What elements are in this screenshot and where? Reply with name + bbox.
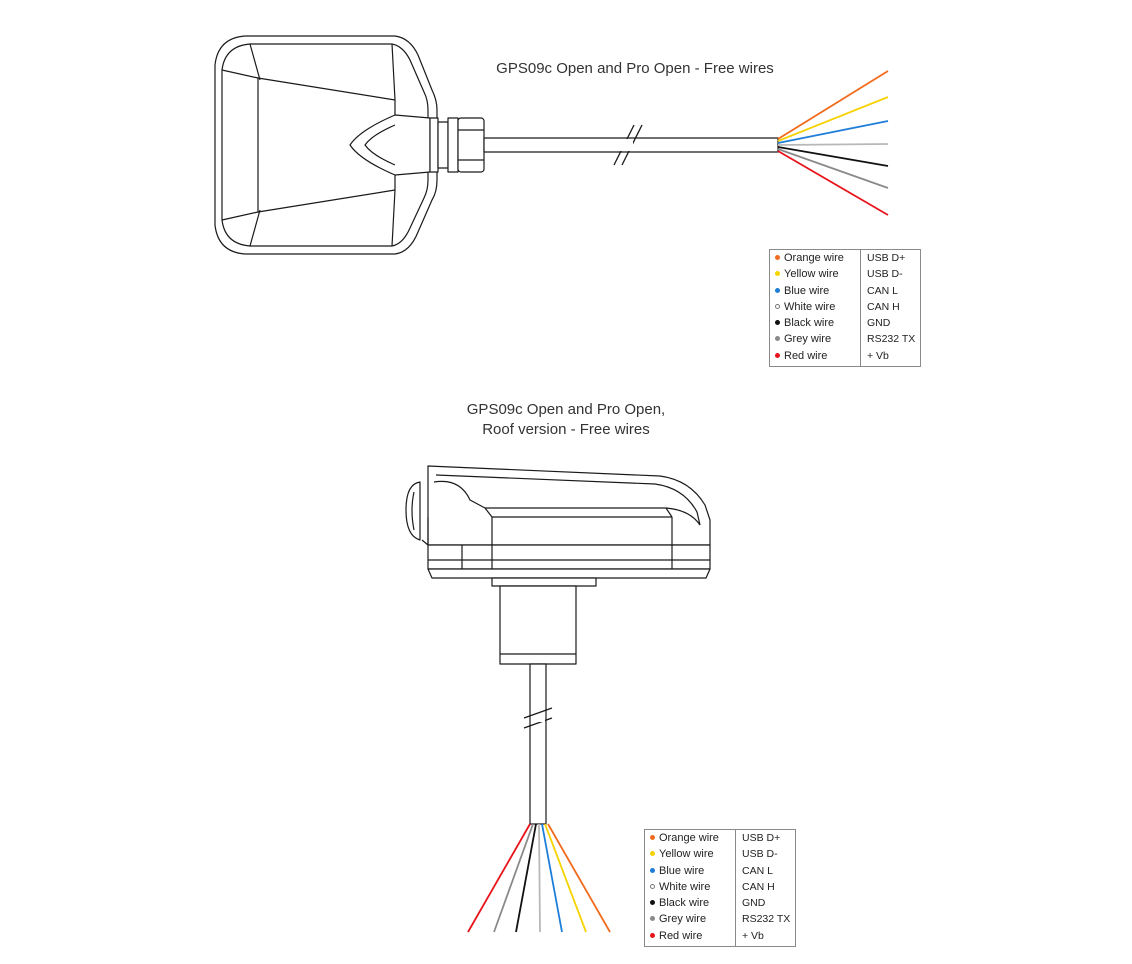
wire-color-dot-icon [650,851,655,857]
wire-name-label: Black wire [659,897,710,910]
diagram-title-top: GPS09c Open and Pro Open - Free wires [496,60,774,77]
legend-wire-row: Blue wire [645,863,735,879]
wire-name-label: White wire [784,300,836,313]
wire-grey [493,823,534,933]
wire-color-dot-icon [650,900,655,906]
diagram-title-bottom: GPS09c Open and Pro Open, Roof version -… [366,400,766,440]
wire-yellow [544,823,587,933]
wire-color-dot-icon [650,883,655,889]
wire-color-dot-icon [775,336,780,342]
wire-function-label: CAN L [867,284,898,297]
wire-white [777,143,889,146]
wire-function-label: USB D+ [867,252,906,264]
wire-name-label: Orange wire [784,252,844,264]
legend-wire-functions: USB D+ USB D- CAN L CAN H GND RS232 TX + Vb [736,830,795,946]
wire-function-label: CAN H [742,880,775,893]
wire-orange [777,70,889,140]
wire-color-dot-icon [650,932,655,938]
wire-function-label: CAN H [867,300,900,313]
wire-color-dot-icon [650,867,655,873]
wire-function-label: CAN L [742,864,773,877]
legend-wire-row: Orange wire [770,250,860,266]
legend-wire-row: Black wire [770,315,860,331]
wire-name-label: Red wire [659,929,703,942]
wire-function-label: RS232 TX [742,913,791,926]
wire-function-label: RS232 TX [867,333,916,346]
wire-color-dot-icon [775,303,780,309]
wire-name-label: Grey wire [784,333,832,346]
wire-color-dot-icon [650,835,655,840]
legend-wire-row: White wire [645,879,735,895]
wire-yellow [777,96,889,142]
legend-wire-row: Black wire [645,895,735,911]
wire-grey [777,148,889,189]
diagram-title-bottom-line1: GPS09c Open and Pro Open, [466,401,666,418]
legend-wire-row: Grey wire [645,911,735,927]
diagram-title-bottom-line2: Roof version - Free wires [482,421,650,438]
wire-name-label: Red wire [784,349,828,362]
wire-function-label: USB D+ [742,832,781,844]
legend-wire-row: Grey wire [770,331,860,347]
legend-wire-row: Red wire [770,348,860,364]
legend-wire-row: Yellow wire [645,846,735,862]
gps-device-top [214,35,779,255]
wire-function-label: USB D- [867,268,903,281]
wire-color-dot-icon [650,916,655,922]
legend-wire-row: Yellow wire [770,266,860,282]
free-wires-top [777,70,889,216]
wire-black [515,823,537,933]
wire-function-label: GND [742,897,766,910]
legend-wire-functions: USB D+ USB D- CAN L CAN H GND RS232 TX + Vb [861,250,920,366]
wire-color-dot-icon [775,352,780,358]
wire-color-dot-icon [775,271,780,277]
wire-orange [547,823,611,933]
wire-name-label: Yellow wire [784,268,839,281]
wire-color-dot-icon [775,255,780,260]
wire-function-label: GND [867,317,891,330]
wire-red [467,823,531,933]
legend-wire-row: Orange wire [645,830,735,846]
free-wires-bottom [467,823,611,933]
wire-color-dot-icon [775,287,780,293]
wire-function-label: USB D- [742,848,778,861]
wire-red [777,150,889,216]
wire-black [777,146,889,167]
wire-name-label: Grey wire [659,913,707,926]
gps-device-roof [405,465,711,825]
wire-name-label: Blue wire [659,864,705,877]
wire-color-dot-icon [775,320,780,326]
wire-blue [777,120,889,144]
legend-wire-row: Blue wire [770,283,860,299]
wire-white [538,823,541,933]
wire-name-label: White wire [659,880,711,893]
wire-blue [541,823,563,933]
wire-function-label: + Vb [867,349,889,362]
wire-function-label: + Vb [742,929,764,942]
wire-name-label: Yellow wire [659,848,714,861]
wire-name-label: Black wire [784,317,835,330]
wire-name-label: Blue wire [784,284,830,297]
legend-wire-row: Red wire [645,928,735,944]
legend-wire-row: White wire [770,299,860,315]
wire-name-label: Orange wire [659,832,719,844]
